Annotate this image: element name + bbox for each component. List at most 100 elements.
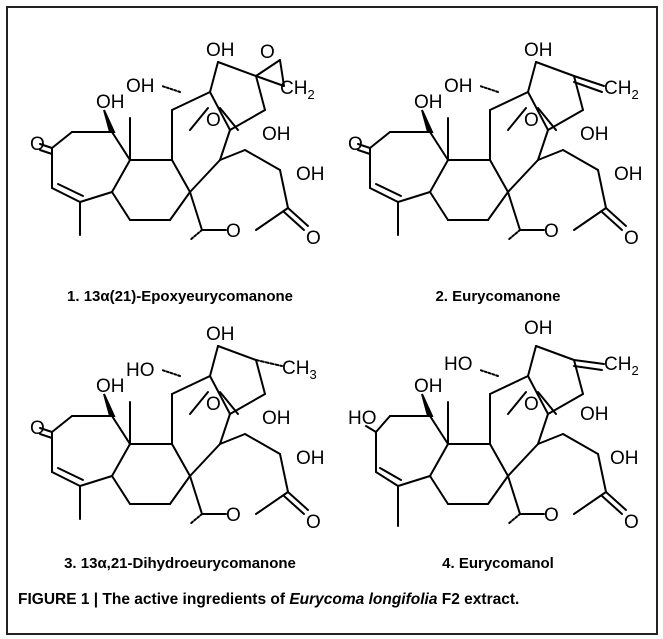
bond bbox=[189, 229, 203, 241]
bond bbox=[111, 191, 131, 221]
bond bbox=[375, 183, 402, 197]
bond bbox=[527, 91, 549, 131]
bond bbox=[189, 159, 221, 193]
bond bbox=[111, 475, 131, 505]
bond bbox=[189, 443, 221, 477]
structure-2: O OH OH OH O CH2 OH OH O O bbox=[348, 30, 648, 278]
bond bbox=[103, 393, 116, 417]
bond bbox=[357, 149, 371, 155]
atom-label: O bbox=[306, 512, 321, 533]
atom-label: OH bbox=[296, 164, 325, 185]
figure-frame: O OH OH OH O O CH2 OH OH O O 1. 13α(21)-… bbox=[6, 6, 658, 635]
bond bbox=[39, 427, 53, 433]
atom-label: O bbox=[624, 512, 639, 533]
bond bbox=[79, 191, 113, 203]
atom-label: O bbox=[30, 418, 45, 439]
bond bbox=[535, 345, 575, 361]
atom-label: HO bbox=[348, 408, 377, 429]
atom-label: OH bbox=[206, 40, 235, 61]
atom-label: OH bbox=[206, 324, 235, 345]
bond bbox=[57, 467, 84, 481]
bond bbox=[217, 61, 257, 77]
bond bbox=[255, 491, 289, 515]
bond bbox=[527, 61, 537, 93]
bond bbox=[244, 149, 281, 171]
bond bbox=[397, 191, 431, 203]
bond bbox=[421, 109, 434, 133]
bond bbox=[573, 365, 603, 371]
bond bbox=[489, 159, 509, 193]
atom-label: O bbox=[624, 228, 639, 249]
bond bbox=[507, 475, 521, 515]
atom-label: O bbox=[524, 394, 539, 415]
atom-label: CH2 bbox=[280, 78, 315, 102]
bond bbox=[562, 433, 599, 455]
bond bbox=[255, 207, 289, 231]
bond bbox=[171, 159, 191, 193]
bond bbox=[507, 191, 521, 231]
bond bbox=[279, 453, 289, 493]
bond bbox=[39, 433, 53, 439]
bond bbox=[51, 131, 73, 149]
bond bbox=[573, 207, 607, 231]
bond bbox=[171, 91, 211, 111]
bond bbox=[507, 229, 521, 241]
atom-label: OH bbox=[414, 376, 443, 397]
bond bbox=[229, 109, 266, 131]
bond bbox=[597, 453, 607, 493]
bond bbox=[255, 75, 285, 87]
bond bbox=[429, 415, 449, 445]
bond bbox=[171, 443, 191, 477]
atom-label: CH2 bbox=[604, 354, 639, 378]
bond bbox=[489, 375, 529, 395]
bond bbox=[189, 391, 209, 415]
bond bbox=[397, 475, 431, 487]
bond bbox=[573, 359, 584, 395]
bond bbox=[219, 129, 231, 161]
atom-label: CH3 bbox=[282, 358, 317, 382]
bond bbox=[375, 471, 399, 487]
bond bbox=[429, 191, 449, 221]
bond bbox=[209, 375, 231, 415]
bond bbox=[209, 345, 219, 377]
bond bbox=[51, 187, 81, 203]
bond bbox=[369, 131, 391, 149]
atom-label: O bbox=[30, 134, 45, 155]
bond bbox=[479, 369, 499, 377]
bond bbox=[605, 491, 627, 511]
atom-label: O bbox=[306, 228, 321, 249]
structure-4: HO OH HO OH O CH2 OH OH O O bbox=[348, 314, 648, 556]
atom-label: OH bbox=[444, 76, 473, 97]
bond bbox=[487, 191, 509, 221]
bond bbox=[601, 495, 623, 515]
bond bbox=[375, 415, 391, 433]
structure-4-drawing: HO OH HO OH O CH2 OH OH O O bbox=[348, 318, 639, 533]
atom-label: OH bbox=[414, 92, 443, 113]
bond bbox=[161, 369, 181, 377]
bond bbox=[255, 359, 283, 367]
caption-2: 2. Eurycomanone bbox=[435, 288, 561, 305]
atom-label: OH bbox=[614, 164, 643, 185]
atom-label: O bbox=[544, 221, 559, 242]
bond bbox=[379, 467, 402, 481]
structure-1: O OH OH OH O O CH2 OH OH O O bbox=[30, 30, 330, 278]
bond bbox=[429, 443, 449, 477]
bond bbox=[357, 143, 371, 149]
bond bbox=[537, 149, 564, 161]
structure-3: O OH HO OH O CH3 OH OH O O bbox=[30, 314, 330, 556]
bond bbox=[605, 207, 627, 227]
atom-label: OH bbox=[524, 40, 553, 61]
bond bbox=[429, 131, 449, 161]
bond bbox=[189, 475, 203, 515]
bond bbox=[39, 149, 53, 155]
bond bbox=[287, 207, 309, 227]
figure-caption: FIGURE 1 | The active ingredients of Eur… bbox=[18, 591, 519, 609]
bond bbox=[573, 491, 607, 515]
bond bbox=[489, 91, 529, 111]
bond bbox=[547, 109, 584, 131]
bond bbox=[255, 75, 266, 111]
figure-caption-suffix: F2 extract. bbox=[437, 591, 520, 608]
atom-label: O bbox=[206, 110, 221, 131]
atom-label: O bbox=[524, 110, 539, 131]
bond bbox=[507, 391, 527, 415]
